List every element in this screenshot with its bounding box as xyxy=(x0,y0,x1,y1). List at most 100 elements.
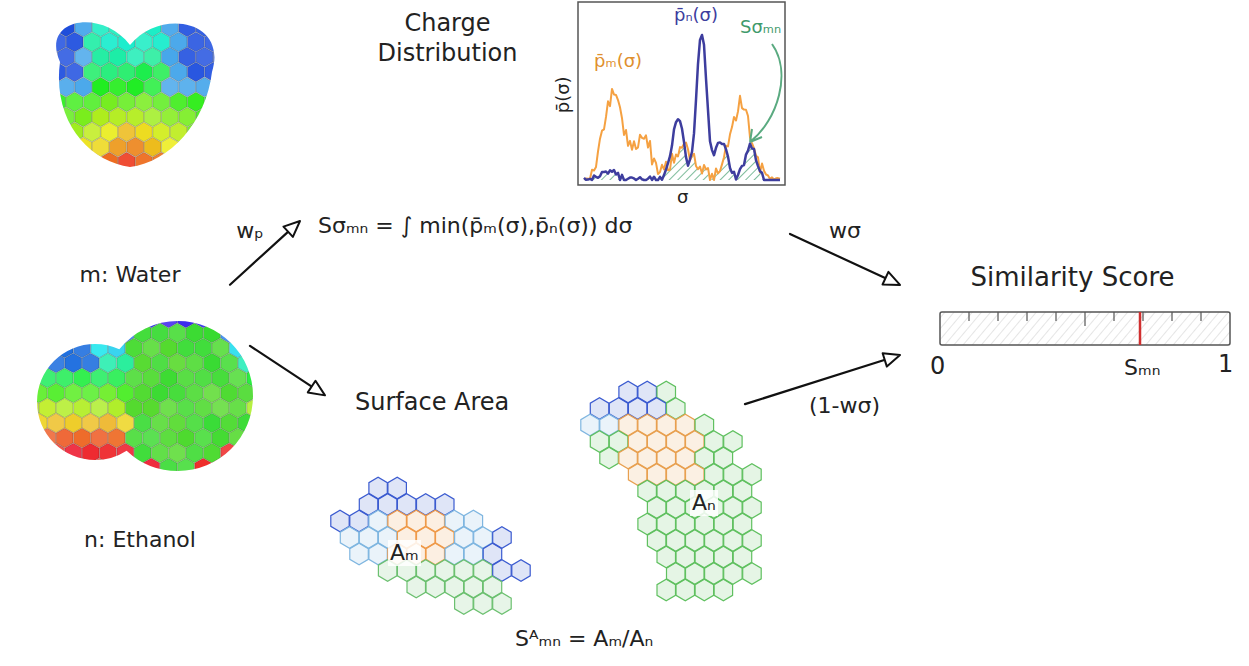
surface-cell xyxy=(32,122,49,141)
surface-cell xyxy=(188,2,205,21)
surface-cell xyxy=(350,543,369,564)
leader-arrow xyxy=(750,44,781,142)
annotation-label: 1 xyxy=(1216,350,1235,379)
surface-patch xyxy=(331,477,530,614)
annotation-label: p̄(σ) xyxy=(551,75,573,116)
surface-cell xyxy=(39,338,56,357)
surface-cell xyxy=(153,152,170,171)
surface-cell xyxy=(118,152,135,171)
node-title: Similarity Score xyxy=(910,261,1235,294)
surface-cell xyxy=(49,152,66,171)
surface-cell xyxy=(212,458,229,477)
surface-patch xyxy=(581,381,761,600)
surface-cell xyxy=(179,137,196,156)
weight-label: wσ xyxy=(826,218,864,244)
surface-cell xyxy=(39,458,56,477)
surface-cell xyxy=(108,308,125,327)
annotation-label: p̄ₘ(σ) xyxy=(592,50,644,72)
surface-cell xyxy=(22,368,39,387)
scale-tick xyxy=(1084,312,1085,326)
surface-cell xyxy=(65,323,82,342)
surface-cell xyxy=(178,458,195,477)
area-panel: Surface AreaSᴬₘₙ = Aₘ/Aₙ xyxy=(325,375,745,666)
surface-cell xyxy=(65,443,82,462)
annotation-label: Aₘ xyxy=(388,540,421,566)
surface-cell xyxy=(205,122,222,141)
surface-cell xyxy=(695,579,714,600)
annotation-label: p̄ₙ(σ) xyxy=(672,4,720,26)
surface-cell xyxy=(455,593,474,614)
surface-cell xyxy=(22,308,39,327)
surface-cell xyxy=(188,152,205,171)
surface-cell xyxy=(40,137,57,156)
surface-cell xyxy=(657,579,676,600)
surface-cell xyxy=(32,92,49,111)
surface-cell xyxy=(188,122,205,141)
surface-cell xyxy=(117,443,134,462)
surface-cell xyxy=(56,458,73,477)
surface-cell xyxy=(66,152,83,171)
surface-cell xyxy=(40,107,57,126)
surface-cell xyxy=(48,443,65,462)
surface-cell xyxy=(32,152,49,171)
surface-cell xyxy=(676,579,695,600)
surface-cell xyxy=(170,152,187,171)
surface-cell xyxy=(39,428,56,447)
node-title: Surface Area xyxy=(355,387,509,417)
surface-cell xyxy=(101,152,118,171)
surface-cell xyxy=(136,152,153,171)
surface-cell xyxy=(212,308,229,327)
annotation-label: σ xyxy=(675,186,690,208)
surface-cell xyxy=(84,2,101,21)
scale-tick xyxy=(997,312,998,321)
surface-cell xyxy=(512,560,530,581)
arrow-head xyxy=(883,272,900,285)
surface-cell xyxy=(743,563,762,584)
surface-cell xyxy=(56,308,73,327)
surface-cell xyxy=(32,62,49,81)
surface-cell xyxy=(58,137,75,156)
surface-cell xyxy=(127,17,144,36)
surface-cell xyxy=(247,458,264,477)
surface-cell xyxy=(214,137,231,156)
surface-cell xyxy=(229,308,246,327)
scale-tick xyxy=(1142,312,1143,321)
water-surface xyxy=(32,2,231,171)
surface-cell xyxy=(49,2,66,21)
surface-cell xyxy=(22,428,39,447)
surface-cell xyxy=(40,47,57,66)
surface-cell xyxy=(74,308,91,327)
arrow-head xyxy=(308,381,325,396)
surface-cell xyxy=(426,576,445,597)
arrow-head xyxy=(883,353,900,366)
surface-cell xyxy=(100,443,117,462)
surface-cell xyxy=(247,338,264,357)
surface-cell xyxy=(600,447,619,468)
surface-cell xyxy=(229,458,246,477)
surface-cell xyxy=(40,17,57,36)
surface-cell xyxy=(126,458,143,477)
surface-cell xyxy=(30,353,47,372)
surface-cell xyxy=(22,458,39,477)
annotation-label: Sσₘₙ xyxy=(738,16,783,38)
surface-cell xyxy=(153,2,170,21)
formula: Sᴬₘₙ = Aₘ/Aₙ xyxy=(515,625,653,653)
surface-cell xyxy=(108,458,125,477)
surface-cell xyxy=(143,458,160,477)
scale-tick xyxy=(1026,312,1027,321)
arrow-line xyxy=(250,346,313,388)
scale-tick xyxy=(968,312,969,321)
surface-cell xyxy=(22,398,39,417)
surface-cell xyxy=(100,323,117,342)
surface-cell xyxy=(214,47,231,66)
surface-cell xyxy=(118,2,135,21)
overlap-area xyxy=(584,144,780,181)
score-panel: Similarity Score xyxy=(900,255,1245,385)
charge-panel: Charge DistributionSσₘₙ = ∫ min(p̄ₘ(σ),p… xyxy=(300,0,790,260)
annotation-label: 0 xyxy=(928,352,947,381)
surface-cell xyxy=(160,458,177,477)
surface-cell xyxy=(205,2,222,21)
surface-cell xyxy=(32,32,49,51)
